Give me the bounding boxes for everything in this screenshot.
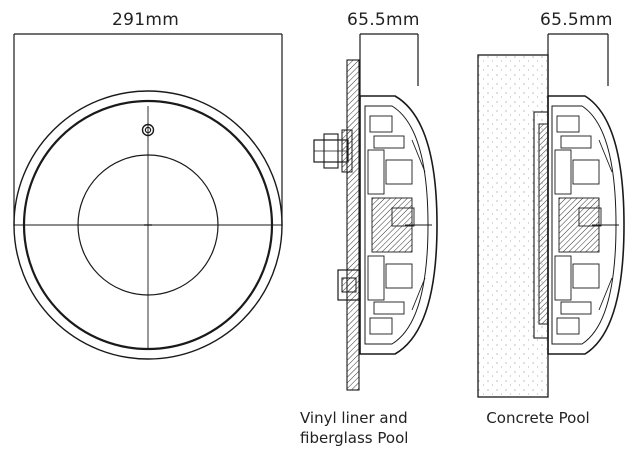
front-width-dimension-label: 291mm [112, 10, 180, 30]
liner-side-view [313, 33, 438, 391]
liner-depth-dimension-label: 65.5mm [347, 10, 420, 30]
liner-pool-caption-line2: fiberglass Pool [300, 429, 409, 447]
concrete-depth-dimension-label: 65.5mm [540, 10, 613, 30]
concrete-pool-caption: Concrete Pool [486, 409, 590, 427]
liner-pool-caption-line1: Vinyl liner and [300, 409, 408, 427]
lower-fitting [337, 269, 361, 301]
concrete-lamp-internals [554, 115, 619, 335]
concrete-lamp-housing [547, 95, 625, 355]
liner-lamp-internals [367, 115, 432, 335]
liner-wall-panel [346, 59, 360, 391]
liner-lamp-housing [359, 95, 438, 355]
concrete-wall [477, 54, 549, 398]
front-view [13, 33, 283, 360]
liner-pool-caption: Vinyl liner and fiberglass Pool [300, 408, 409, 448]
upper-fitting [313, 129, 353, 173]
concrete-side-view [477, 33, 625, 398]
